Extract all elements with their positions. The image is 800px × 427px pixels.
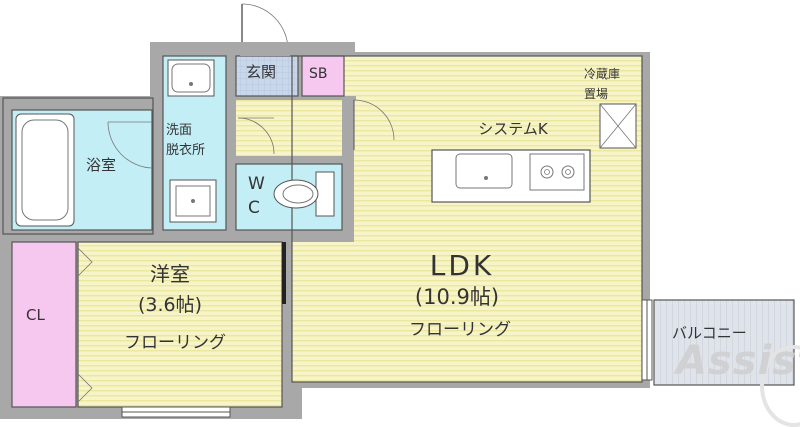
fridge-label: 冷蔵庫 置場 bbox=[584, 67, 621, 101]
toilet bbox=[273, 171, 335, 217]
western-room-floor bbox=[78, 242, 282, 407]
ldk-door-swing bbox=[353, 99, 395, 141]
wc-label: W C bbox=[248, 174, 265, 218]
closet-floor bbox=[12, 242, 76, 407]
washroom-label: 洗面 脱衣所 bbox=[166, 123, 206, 158]
balcony-label: バルコニー bbox=[672, 324, 747, 342]
room-outlines bbox=[2, 55, 795, 408]
kitchen-counter bbox=[431, 149, 591, 203]
ldk-label: LDK bbox=[429, 249, 495, 282]
sb-floor bbox=[302, 56, 344, 96]
bath-label: 浴室 bbox=[86, 156, 117, 174]
interior-walls bbox=[12, 56, 356, 407]
washing-machine bbox=[169, 179, 217, 223]
system-kitchen-label: システムK bbox=[478, 120, 548, 138]
sb-label: SB bbox=[309, 66, 328, 82]
closet-doors bbox=[77, 247, 93, 403]
windows bbox=[121, 299, 653, 418]
genkan-label: 玄関 bbox=[246, 63, 277, 81]
western-floor-label: フローリング bbox=[124, 333, 226, 353]
assist-logo: Assist bbox=[676, 338, 800, 384]
wc-door-swing bbox=[237, 117, 275, 155]
bath-door-swing bbox=[107, 121, 153, 169]
fridge-space bbox=[599, 103, 637, 149]
ldk-floor-label: フローリング bbox=[409, 320, 511, 340]
sliding-partition bbox=[282, 242, 286, 304]
western-room-label: 洋室 bbox=[150, 262, 190, 286]
washbasin bbox=[167, 59, 215, 97]
ldk-size-label: (10.9帖) bbox=[414, 285, 500, 309]
genkan-floor bbox=[236, 56, 298, 96]
closet-label: CL bbox=[26, 306, 45, 324]
western-size-label: (3.6帖) bbox=[137, 294, 203, 316]
hall-floor bbox=[236, 98, 354, 156]
entrance-door bbox=[240, 3, 290, 56]
bathtub bbox=[15, 113, 75, 227]
